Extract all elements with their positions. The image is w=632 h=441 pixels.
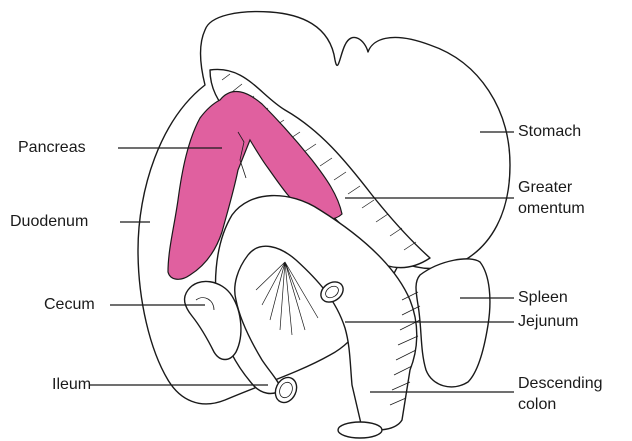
label-descending-colon-line1: Descending [518,373,603,394]
label-descending-colon: Descending colon [518,373,603,415]
label-descending-colon-line2: colon [518,394,603,415]
label-duodenum: Duodenum [10,212,88,232]
label-stomach: Stomach [518,122,581,142]
label-greater-omentum: Greater omentum [518,177,585,219]
label-pancreas: Pancreas [18,138,86,158]
spleen [416,259,490,387]
label-jejunum: Jejunum [518,312,578,332]
label-spleen: Spleen [518,288,568,308]
label-greater-omentum-line1: Greater [518,177,585,198]
label-cecum: Cecum [44,295,95,315]
label-greater-omentum-line2: omentum [518,198,585,219]
label-ileum: Ileum [52,375,91,395]
colon-opening [338,422,382,438]
